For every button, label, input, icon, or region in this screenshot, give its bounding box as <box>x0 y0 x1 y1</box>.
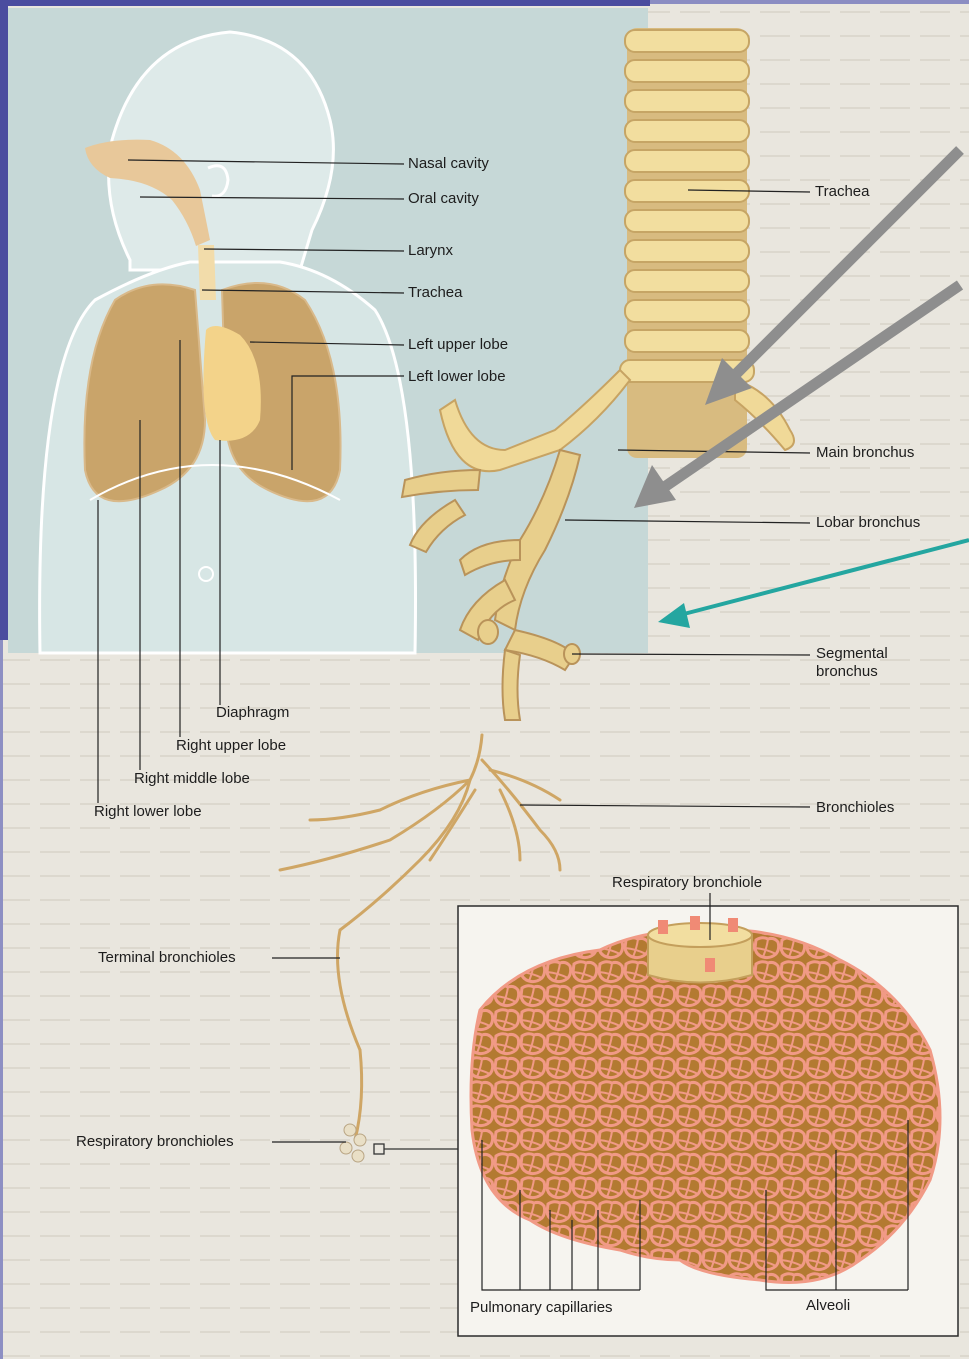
label-terminal-bronchioles: Terminal bronchioles <box>98 949 236 967</box>
label-main-bronchus: Main bronchus <box>816 444 914 462</box>
label-respiratory-bronchiole: Respiratory bronchiole <box>612 874 762 892</box>
frame-left-bar-lower <box>0 640 3 1359</box>
label-diaphragm: Diaphragm <box>216 704 289 722</box>
label-right-middle-lobe: Right middle lobe <box>134 770 250 788</box>
label-respiratory-bronchioles: Respiratory bronchioles <box>76 1133 234 1151</box>
frame-left-bar <box>0 0 8 640</box>
label-alveoli: Alveoli <box>806 1297 850 1315</box>
frame-top-bar-right <box>650 0 969 4</box>
label-right-lower-lobe: Right lower lobe <box>94 803 202 821</box>
label-left-upper-lobe: Left upper lobe <box>408 336 508 354</box>
label-lobar-bronchus: Lobar bronchus <box>816 514 920 532</box>
label-trachea: Trachea <box>815 183 869 201</box>
label-bronchioles: Bronchioles <box>816 799 894 817</box>
label-right-upper-lobe: Right upper lobe <box>176 737 286 755</box>
label-trachea-small: Trachea <box>408 284 462 302</box>
label-oral-cavity: Oral cavity <box>408 190 479 208</box>
label-segmental-bronchus: Segmental bronchus <box>816 645 926 681</box>
trachea-small-shape <box>198 245 216 300</box>
label-left-lower-lobe: Left lower lobe <box>408 368 506 386</box>
frame-top-bar <box>0 0 650 6</box>
label-pulmonary-capillaries: Pulmonary capillaries <box>470 1299 613 1317</box>
label-larynx: Larynx <box>408 242 453 260</box>
label-nasal-cavity: Nasal cavity <box>408 155 489 173</box>
